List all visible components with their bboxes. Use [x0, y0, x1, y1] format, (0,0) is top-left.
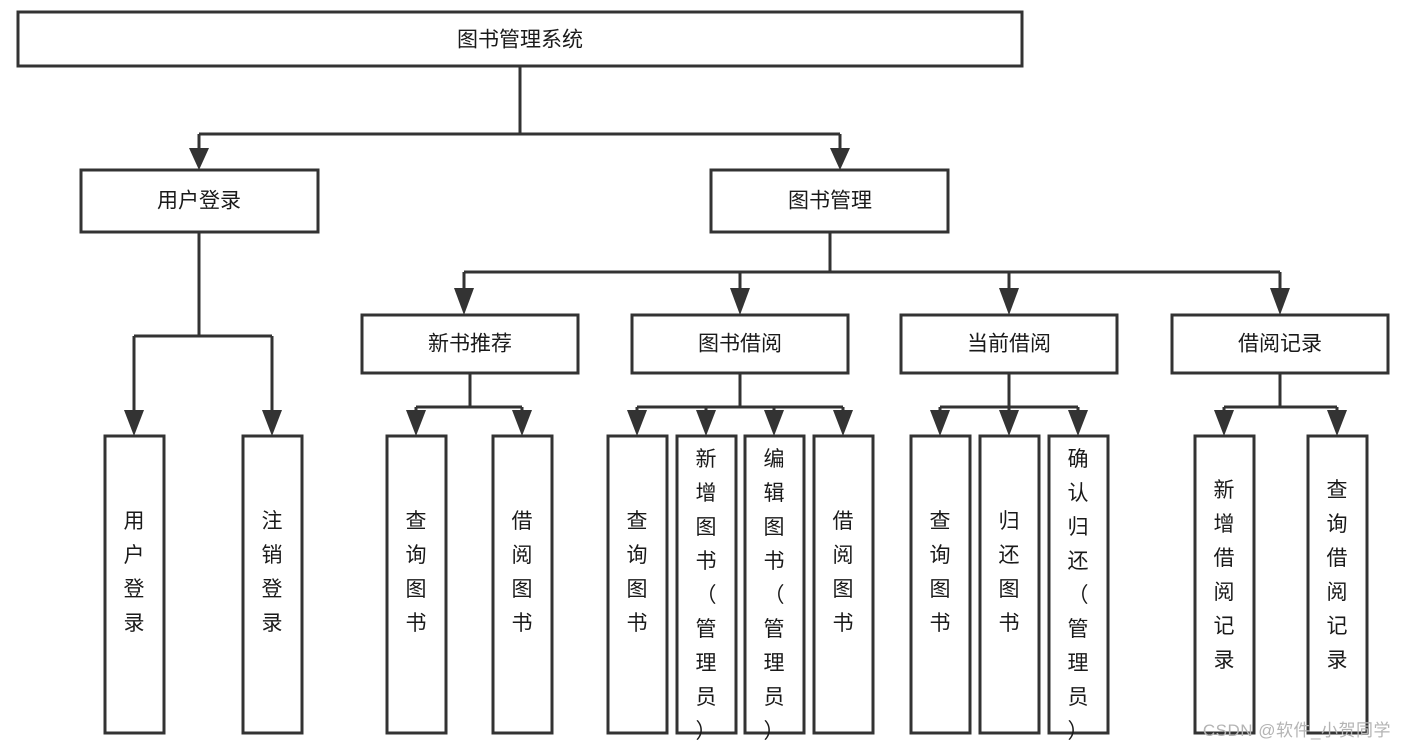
node-leaf-query-book-3[interactable]: 查询图书 — [909, 434, 972, 735]
node-new-book-recommend-label: 新书推荐 — [428, 333, 512, 356]
arrow-bb-to-leaf-1 — [627, 410, 647, 436]
node-leaf-borrow-book-2-label: 借阅图书 — [833, 510, 854, 635]
node-leaf-edit-book-admin[interactable]: 编辑图书（管理员） — [743, 434, 806, 743]
node-root[interactable]: 图书管理系统 — [16, 10, 1024, 68]
arrow-nb-to-leaf-2 — [512, 410, 532, 436]
node-borrow-record[interactable]: 借阅记录 — [1170, 313, 1390, 375]
node-leaf-query-book-2[interactable]: 查询图书 — [606, 434, 669, 735]
node-root-box[interactable] — [16, 10, 1024, 68]
arrow-root-to-book-management — [830, 148, 850, 170]
node-book-borrow-label: 图书借阅 — [698, 333, 782, 356]
arrow-root-to-user-login — [189, 148, 209, 170]
node-book-borrow-box[interactable] — [630, 313, 850, 375]
node-book-management-box[interactable] — [709, 168, 950, 234]
arrow-bb-to-leaf-2 — [696, 410, 716, 436]
node-new-book-recommend-box[interactable] — [360, 313, 580, 375]
node-leaf-borrow-book-1-box[interactable] — [491, 434, 554, 735]
node-leaf-borrow-book-2[interactable]: 借阅图书 — [812, 434, 875, 735]
node-borrow-record-box[interactable] — [1170, 313, 1390, 375]
arrow-cb-to-leaf-1 — [930, 410, 950, 436]
node-leaf-return-book-label: 归还图书 — [999, 510, 1020, 635]
node-leaf-edit-book-admin-label: 编辑图书（管理员） — [764, 448, 785, 743]
node-leaf-logout-login-box[interactable] — [241, 434, 304, 735]
node-book-management-label: 图书管理 — [788, 190, 872, 213]
arrow-nb-to-leaf-1 — [406, 410, 426, 436]
arrow-cb-to-leaf-3 — [1068, 410, 1088, 436]
node-leaf-logout-login[interactable]: 注销登录 — [241, 434, 304, 735]
arrow-ul-to-leaf-1 — [124, 410, 144, 436]
node-leaf-confirm-return-admin-label: 确认归还（管理员） — [1068, 448, 1089, 743]
node-leaf-edit-book-admin-box[interactable] — [743, 434, 806, 735]
node-current-borrow-box[interactable] — [899, 313, 1119, 375]
arrow-bb-to-leaf-3 — [764, 410, 784, 436]
node-leaf-confirm-return-admin-box[interactable] — [1047, 434, 1110, 735]
node-leaf-query-book-3-label: 查询图书 — [930, 510, 951, 635]
node-leaf-query-borrow-record-box[interactable] — [1306, 434, 1369, 735]
node-leaf-query-borrow-record-label: 查询借阅记录 — [1327, 479, 1348, 672]
node-leaf-borrow-book-2-box[interactable] — [812, 434, 875, 735]
node-current-borrow[interactable]: 当前借阅 — [899, 313, 1119, 375]
node-root-label: 图书管理系统 — [457, 29, 583, 52]
node-leaf-add-borrow-record[interactable]: 新增借阅记录 — [1193, 434, 1256, 735]
node-leaf-borrow-book-1-label: 借阅图书 — [512, 510, 533, 635]
node-leaf-borrow-book-1[interactable]: 借阅图书 — [491, 434, 554, 735]
node-leaf-add-book-admin[interactable]: 新增图书（管理员） — [675, 434, 738, 743]
node-leaf-query-book-1-box[interactable] — [385, 434, 448, 735]
arrow-br-to-leaf-1 — [1214, 410, 1234, 436]
arrow-ul-to-leaf-2 — [262, 410, 282, 436]
node-leaf-add-borrow-record-label: 新增借阅记录 — [1214, 479, 1235, 672]
arrow-bm-to-borrow-record — [1270, 288, 1290, 315]
node-leaf-return-book[interactable]: 归还图书 — [978, 434, 1041, 735]
connector-layer — [124, 66, 1347, 436]
node-leaf-add-book-admin-label: 新增图书（管理员） — [696, 448, 717, 743]
arrow-bm-to-new-book — [454, 288, 474, 315]
arrow-bm-to-book-borrow — [730, 288, 750, 315]
node-leaf-logout-login-label: 注销登录 — [262, 510, 283, 635]
node-user-login-box[interactable] — [79, 168, 320, 234]
node-book-borrow[interactable]: 图书借阅 — [630, 313, 850, 375]
arrow-cb-to-leaf-2 — [999, 410, 1019, 436]
node-user-login[interactable]: 用户登录 — [79, 168, 320, 234]
node-leaf-query-book-2-box[interactable] — [606, 434, 669, 735]
node-borrow-record-label: 借阅记录 — [1238, 333, 1322, 356]
arrow-br-to-leaf-2 — [1327, 410, 1347, 436]
node-leaf-query-book-1-label: 查询图书 — [406, 510, 427, 635]
arrow-bb-to-leaf-4 — [833, 410, 853, 436]
node-leaf-query-book-3-box[interactable] — [909, 434, 972, 735]
node-leaf-query-book-1[interactable]: 查询图书 — [385, 434, 448, 735]
node-new-book-recommend[interactable]: 新书推荐 — [360, 313, 580, 375]
node-leaf-add-book-admin-box[interactable] — [675, 434, 738, 735]
node-leaf-return-book-box[interactable] — [978, 434, 1041, 735]
node-leaf-user-login[interactable]: 用户登录 — [103, 434, 166, 735]
node-current-borrow-label: 当前借阅 — [967, 333, 1051, 356]
node-leaf-add-borrow-record-box[interactable] — [1193, 434, 1256, 735]
node-leaf-confirm-return-admin[interactable]: 确认归还（管理员） — [1047, 434, 1110, 743]
node-leaf-query-borrow-record[interactable]: 查询借阅记录 — [1306, 434, 1369, 735]
node-book-management[interactable]: 图书管理 — [709, 168, 950, 234]
node-leaf-user-login-box[interactable] — [103, 434, 166, 735]
arrow-bm-to-current-borrow — [999, 288, 1019, 315]
node-user-login-label: 用户登录 — [157, 190, 241, 213]
node-leaf-user-login-label: 用户登录 — [124, 510, 145, 635]
node-leaf-query-book-2-label: 查询图书 — [627, 510, 648, 635]
